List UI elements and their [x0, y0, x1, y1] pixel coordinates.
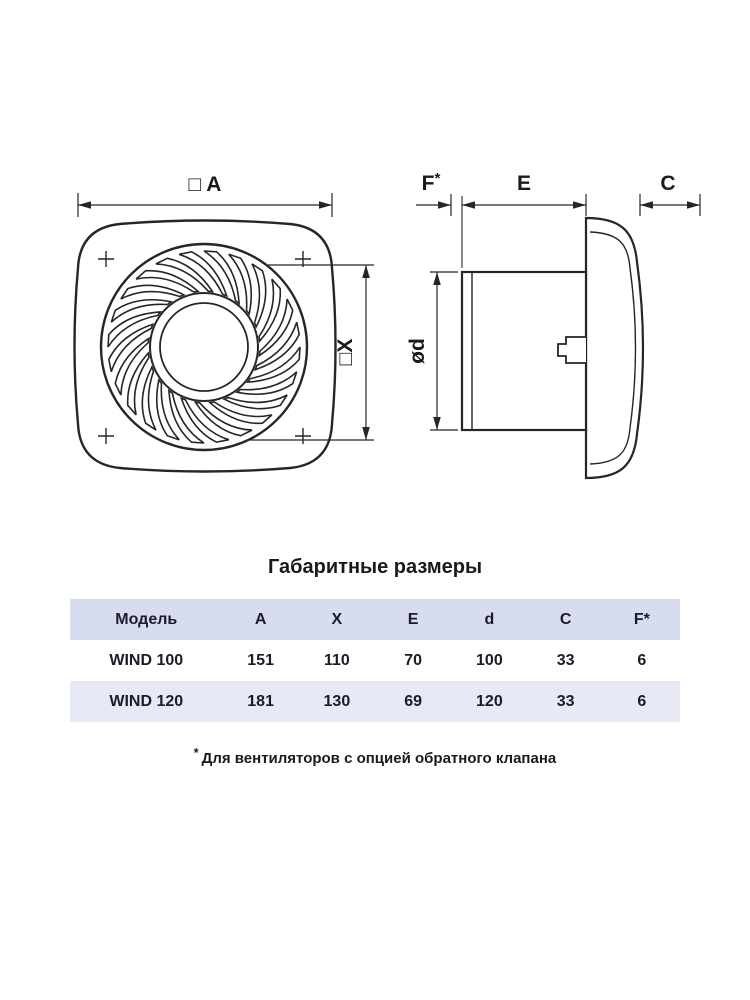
table-row: WIND 100 151 110 70 100 33 6 — [70, 640, 680, 681]
table-title: Габаритные размеры — [267, 556, 483, 578]
fan-blade — [126, 351, 150, 416]
dim-d-label: ød — [406, 338, 429, 364]
dim-x-extension-lines — [250, 264, 374, 441]
dim-f-label: F* — [422, 170, 441, 195]
col-header-e: E — [407, 610, 419, 628]
fan-blade — [245, 346, 301, 384]
fan-blade — [156, 378, 180, 441]
dim-f-arrow — [438, 201, 451, 209]
fan-blade — [235, 371, 298, 395]
fan-blade — [203, 250, 241, 306]
dim-x-label: □X — [334, 339, 357, 366]
dim-d-arrow-top — [433, 272, 441, 285]
screw-marks — [98, 251, 311, 444]
fan-blade — [167, 388, 205, 444]
value-cell: 100 — [476, 651, 503, 669]
fan-blade — [258, 298, 294, 358]
fan-blade — [107, 310, 163, 348]
dim-e-label: E — [517, 172, 531, 195]
impeller-blades — [107, 250, 301, 444]
model-cell: WIND 120 — [109, 692, 184, 710]
col-header-c: C — [559, 610, 572, 628]
value-cell: 110 — [323, 651, 350, 669]
dim-e-arrow-right — [573, 201, 586, 209]
dim-a-label: □ A — [189, 173, 222, 196]
fan-blade — [107, 322, 155, 375]
value-cell: 6 — [637, 651, 647, 669]
dim-a-arrow-left — [78, 201, 91, 209]
fan-blade — [193, 401, 253, 437]
fan-hub-outer — [149, 292, 259, 402]
table-header-row: Модель A X E d C F* — [70, 599, 680, 640]
fan-blade — [135, 269, 200, 293]
front-view: □ A □X — [73, 173, 374, 473]
dim-e-arrow-left — [462, 201, 475, 209]
cover-inner-line — [589, 231, 637, 465]
latch-clip — [557, 336, 586, 364]
value-cell: 70 — [404, 651, 423, 669]
dim-x-arrow-bottom — [362, 427, 370, 440]
dimensions-table: Модель A X E d C F* WIND 100 151 110 70 … — [70, 599, 680, 722]
footnote-text: Для вентиляторов с опцией обратного клап… — [201, 750, 557, 767]
value-cell: 151 — [247, 651, 274, 669]
dimension-fec — [416, 194, 701, 268]
fan-blade — [179, 396, 232, 444]
value-cell: 130 — [323, 692, 351, 710]
fan-blade — [114, 336, 150, 396]
col-header-model: Модель — [115, 610, 178, 628]
dim-d-arrow-bottom — [433, 417, 441, 430]
fan-blade — [228, 253, 252, 316]
dim-a-arrow-right — [319, 201, 332, 209]
dimension-a — [77, 193, 333, 217]
dim-f-asterisk: * — [434, 170, 440, 187]
model-cell: WIND 100 — [109, 651, 184, 669]
fan-blade — [208, 401, 273, 425]
dim-c-arrow-left — [640, 201, 653, 209]
col-header-d: d — [484, 610, 495, 628]
dim-c-arrow-right — [687, 201, 700, 209]
fan-blade — [253, 319, 301, 372]
col-header-f: F* — [633, 610, 650, 628]
fan-blade — [155, 257, 215, 293]
footnote: *Для вентиляторов с опцией обратного кла… — [0, 746, 750, 767]
cover-profile — [584, 216, 645, 480]
fan-blade — [258, 278, 282, 343]
dim-d-extension-lines — [430, 271, 458, 431]
dim-c-label: C — [660, 172, 675, 195]
fan-blade — [222, 394, 288, 410]
dimension-x — [250, 264, 374, 441]
value-cell: 33 — [556, 651, 575, 669]
dim-f-letter: F — [422, 172, 435, 195]
col-header-x: X — [331, 610, 343, 628]
value-cell: 6 — [637, 692, 647, 710]
dimension-d — [430, 271, 458, 431]
side-view: F* E C ød — [406, 170, 701, 480]
dim-x-arrow-top — [362, 265, 370, 278]
table-row: WIND 120 181 130 69 120 33 6 — [70, 681, 680, 722]
value-cell: 120 — [476, 692, 503, 710]
footnote-asterisk: * — [193, 746, 199, 760]
technical-drawing: □ A □X — [73, 170, 701, 480]
fan-blade — [120, 284, 186, 300]
col-header-a: A — [254, 610, 267, 628]
fan-hub-inner — [159, 302, 249, 392]
fan-blade — [141, 365, 157, 431]
fan-blade — [110, 299, 173, 323]
value-cell: 33 — [556, 692, 575, 710]
fan-blade — [176, 250, 229, 298]
fan-blade — [251, 263, 267, 329]
value-cell: 69 — [404, 692, 423, 710]
value-cell: 181 — [247, 692, 274, 710]
